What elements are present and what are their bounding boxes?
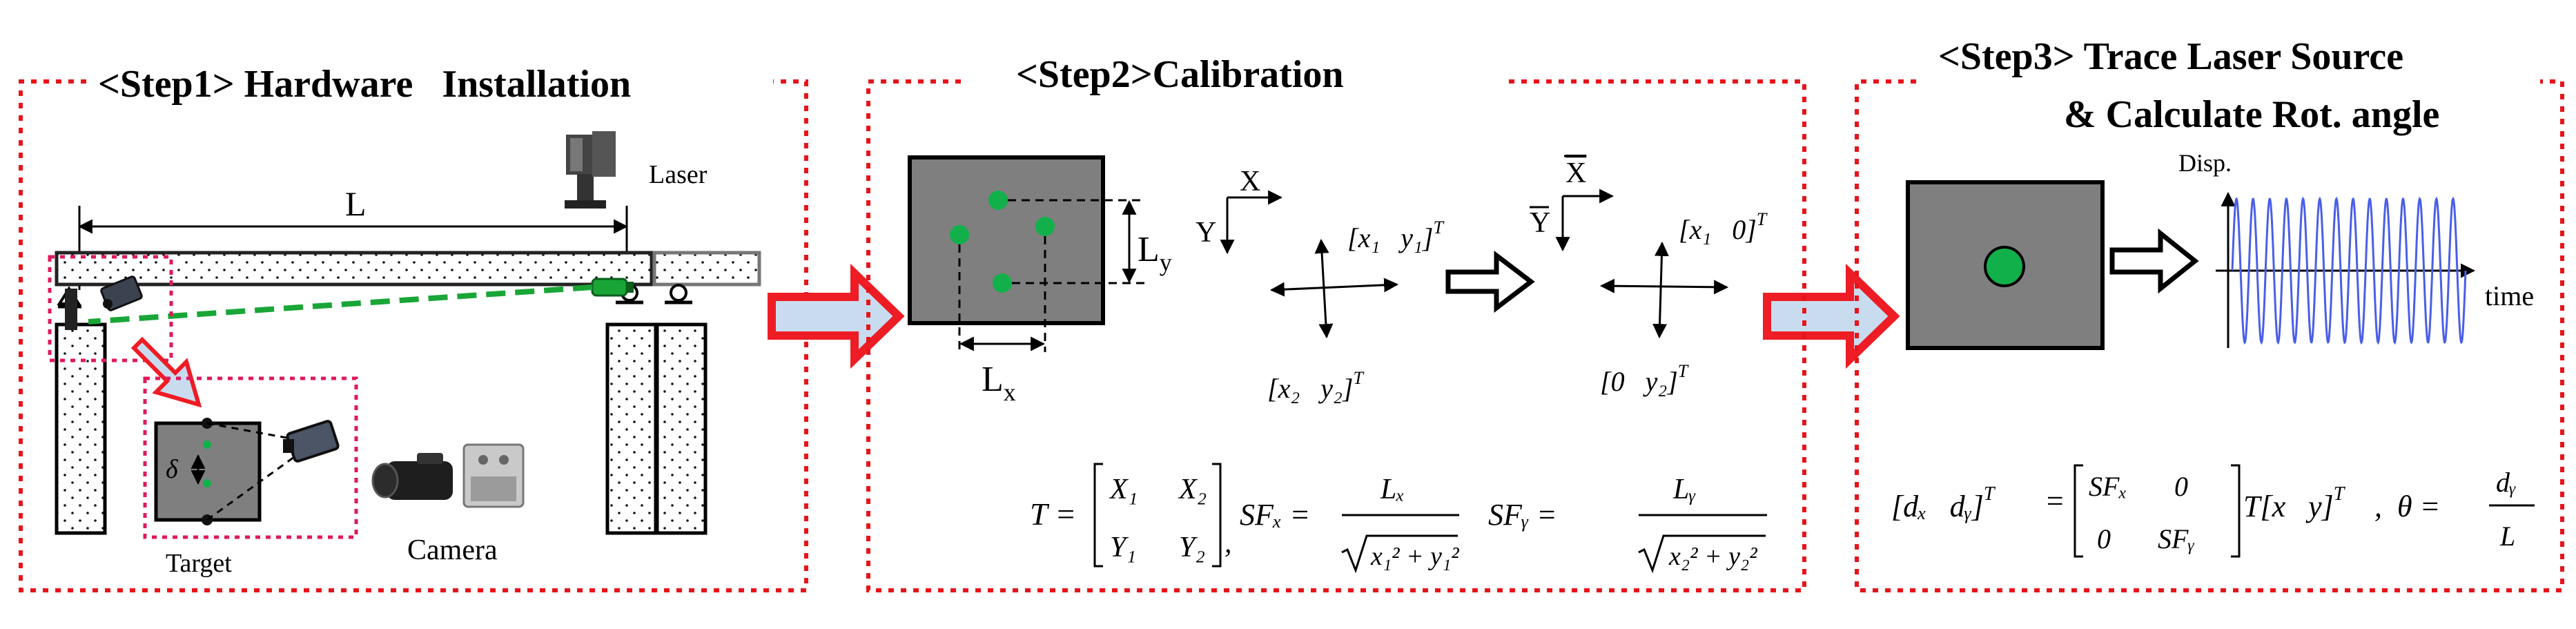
target-label: Target <box>166 549 232 578</box>
sfy-denominator: x₂² + y₂² <box>1668 542 1757 571</box>
cross-right-horizontal <box>1599 278 1729 295</box>
step2-panel: <Step2>Calibration Ly Lx X Y [x₁ y₁]T [x… <box>866 53 1806 592</box>
target-plate <box>154 421 262 522</box>
sfx-numerator: Lₓ <box>1380 474 1405 505</box>
s3-m21: 0 <box>2097 523 2111 554</box>
support-right-a <box>605 322 658 535</box>
callout-detail-box <box>143 376 358 539</box>
matrix-T-11: X₁ <box>1109 474 1138 505</box>
step2-formula: T = X₁ X₂ Y₁ Y₂ , SFₓ = Lₓ x₁² + y₁² SFᵧ… <box>1030 463 1767 574</box>
laser-beam-line <box>88 284 593 325</box>
callout-source-box <box>48 255 173 362</box>
axis-Xbar-label: X <box>1565 157 1586 189</box>
s3-bracket-left <box>2074 464 2083 558</box>
vec-bottom-right: [0 y₂]T <box>1600 361 1689 397</box>
sfy-lhs: SFᵧ = <box>1488 498 1557 532</box>
target-dot-bottom-icon <box>203 479 211 487</box>
beam-extension <box>652 251 761 287</box>
sfx-sqrt <box>1341 534 1458 574</box>
step2-title: <Step2>Calibration <box>1016 53 1344 96</box>
cal-dot-1-icon <box>988 191 1008 210</box>
step3-formula: [dₓ dᵧ]T = SFₓ 0 0 SFᵧ T[x y]T , θ = dᵧ … <box>1891 464 2535 558</box>
Ly-label: Ly <box>1138 230 1172 276</box>
cross-right-vertical <box>1652 241 1669 339</box>
formula-comma: , <box>1224 528 1232 559</box>
time-label: time <box>2485 280 2534 311</box>
s3-m11: SFₓ <box>2089 471 2127 502</box>
step1-title: <Step1> Hardware Installation <box>98 63 631 106</box>
s3-theta-lhs: , θ = <box>2374 490 2440 523</box>
sightline-top <box>206 422 295 441</box>
calibration-target <box>908 155 1105 325</box>
industrial-camera-icon <box>462 443 525 508</box>
camera-on-beam-icon <box>100 275 143 311</box>
flow-arrow-1-icon <box>768 263 905 369</box>
step1-frame <box>19 79 808 592</box>
s3-theta-den: L <box>2499 521 2515 552</box>
signal-wave <box>2231 196 2467 345</box>
trace-dot-icon <box>1984 246 2025 287</box>
s3-m22: SFᵧ <box>2158 523 2195 554</box>
s3-bracket-right <box>2231 464 2241 558</box>
cal-dot-4-icon <box>993 273 1012 293</box>
transform-arrow-icon <box>1445 250 1535 313</box>
trace-arrow-icon <box>2109 228 2199 294</box>
camera-detail-icon <box>283 420 340 463</box>
laser-device-icon <box>565 131 616 209</box>
cal-dot-3-icon <box>1035 217 1055 236</box>
s3-eq: = <box>2045 484 2065 518</box>
s3-lhs: [dₓ dᵧ]T <box>1891 483 1996 523</box>
cross-left-horizontal <box>1269 278 1399 297</box>
delta-label: δ <box>166 455 179 484</box>
step2-frame <box>866 79 1806 592</box>
matrix-T-21: Y₁ <box>1110 532 1136 563</box>
step3-title-line2: & Calculate Rot. angle <box>2064 93 2439 136</box>
sfx-lhs: SFₓ = <box>1240 498 1310 532</box>
Lx-label: Lx <box>982 360 1016 406</box>
formula-T-lhs: T = <box>1030 496 1076 532</box>
s3-mid: T[x y]T <box>2243 483 2346 523</box>
axis-Ybar-label: Y <box>1530 207 1550 239</box>
cal-dot-2-icon <box>950 225 969 244</box>
cal-guide-lines <box>958 199 1146 352</box>
sfy-numerator: Lᵧ <box>1672 474 1696 505</box>
vec-top-left: [x₁ y₁]T <box>1347 217 1444 253</box>
s3-theta-num: dᵧ <box>2496 467 2516 498</box>
step3-title-line1: <Step3> Trace Laser Source <box>1938 35 2403 78</box>
disp-label: Disp. <box>2178 149 2232 177</box>
bracket-T-right <box>1212 463 1222 568</box>
target-dot-top-icon <box>203 441 211 449</box>
vec-bottom-left: [x₂ y₂]T <box>1267 368 1364 404</box>
bearing-right-2-icon <box>665 284 692 304</box>
camera-label: Camera <box>407 534 498 566</box>
matrix-T-12: X₂ <box>1178 474 1207 505</box>
step3-frame <box>1855 79 2564 592</box>
vec-top-right: [x₁ 0]T <box>1679 209 1768 245</box>
axis-X-label: X <box>1240 166 1260 197</box>
callout-arrow-icon <box>130 336 202 408</box>
s3-m12: 0 <box>2174 471 2188 502</box>
flow-arrow-2-icon <box>1763 263 1900 369</box>
sfy-sqrt <box>1638 534 1766 574</box>
laser-module-icon <box>591 278 634 297</box>
sfx-denominator: x₁² + y₁² <box>1370 542 1459 571</box>
target-on-beam <box>65 289 77 330</box>
support-left <box>55 322 107 535</box>
support-right-b <box>655 322 708 535</box>
matrix-T-22: Y₂ <box>1179 532 1205 563</box>
camcorder-icon <box>371 453 453 500</box>
step1-panel: <Step1> Hardware Installation L <box>19 63 808 592</box>
step3-panel: <Step3> Trace Laser Source & Calculate R… <box>1855 35 2564 592</box>
axis-Y-label: Y <box>1196 217 1216 249</box>
bracket-T-left <box>1093 463 1103 568</box>
dimension-label-L: L <box>345 184 367 223</box>
sightline-bottom <box>206 456 295 521</box>
laser-label: Laser <box>649 160 708 189</box>
